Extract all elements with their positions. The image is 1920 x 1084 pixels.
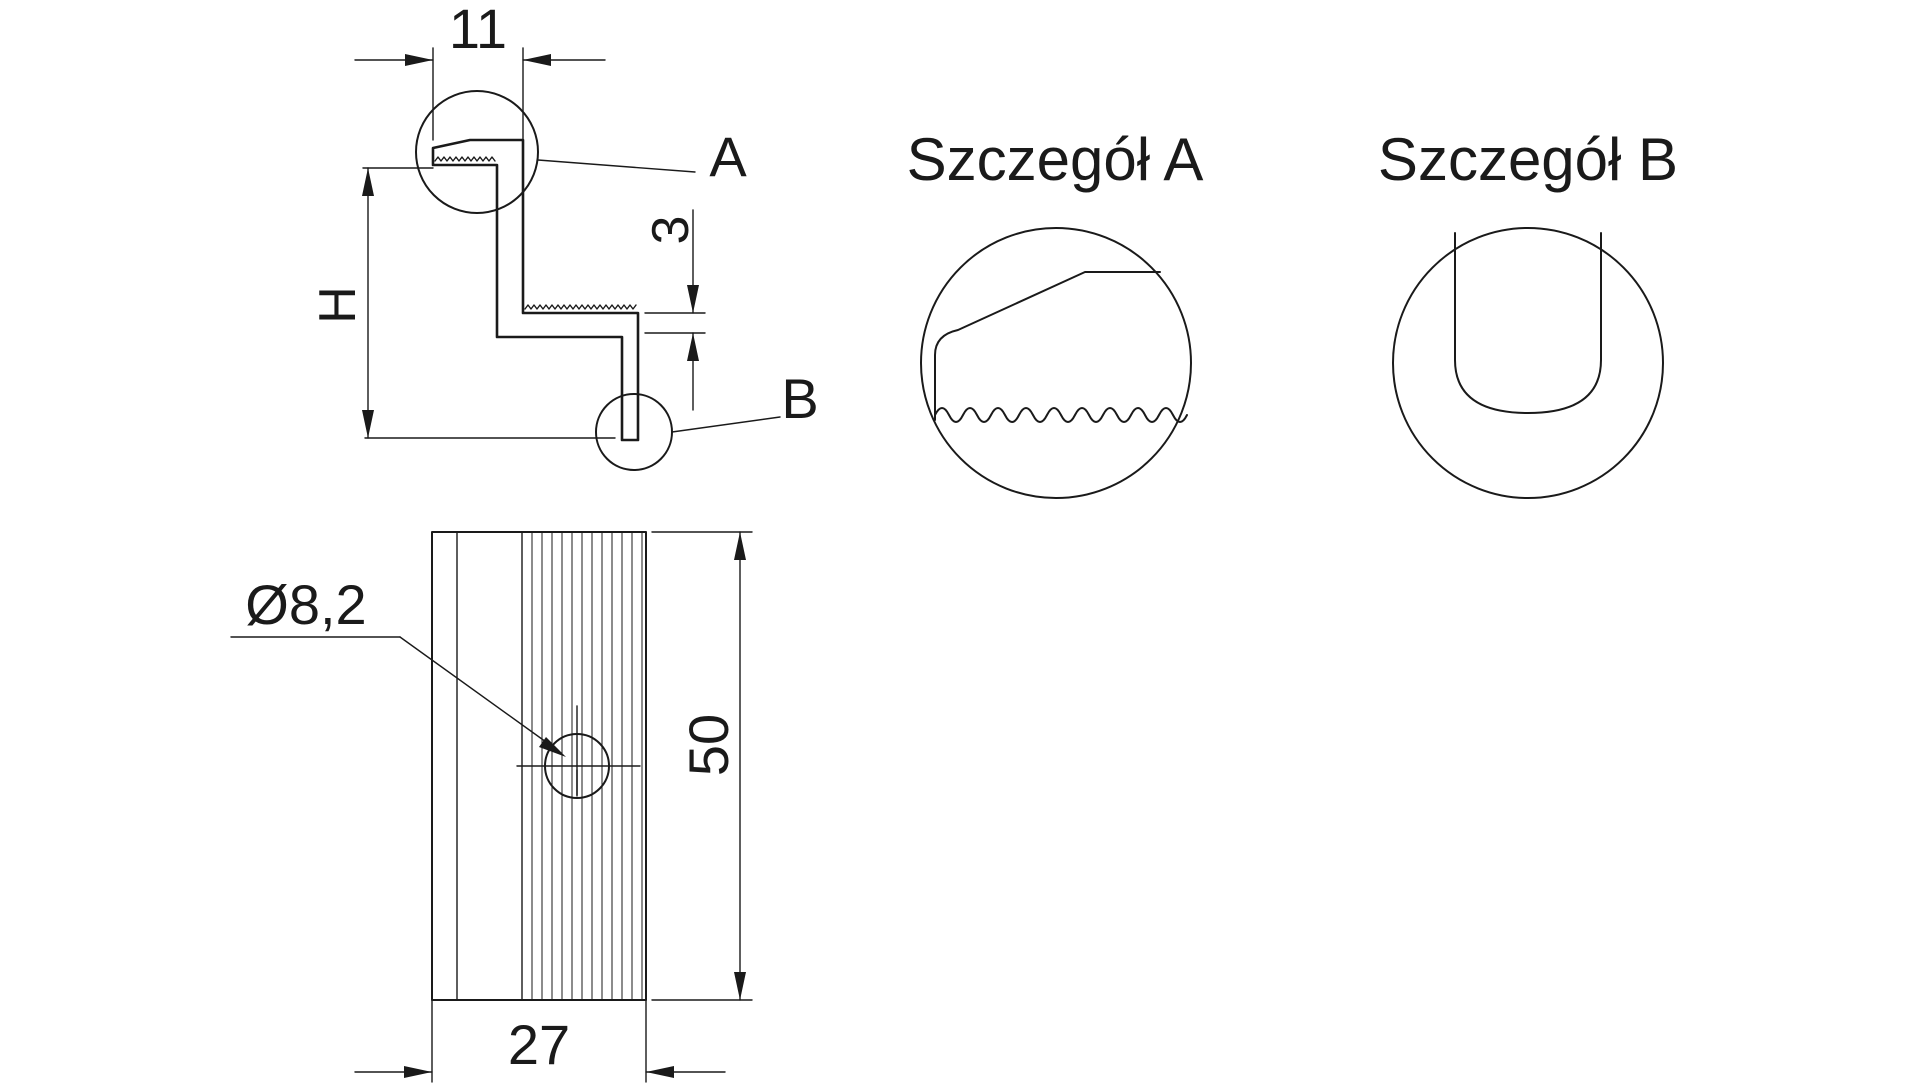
profile-outline bbox=[431, 138, 640, 442]
dim-width27-label: 27 bbox=[508, 1013, 570, 1076]
dim-length-label: 50 bbox=[677, 714, 740, 776]
detail-a: Szczegół A bbox=[907, 126, 1204, 499]
dim-width-label: 11 bbox=[449, 0, 507, 60]
detail-marker-a: A bbox=[415, 90, 747, 214]
detail-a-marker-label: A bbox=[709, 125, 747, 188]
detail-a-title: Szczegół A bbox=[907, 126, 1204, 193]
detail-b-title: Szczegół B bbox=[1378, 126, 1678, 193]
dimension-hole-diameter: Ø8,2 bbox=[230, 573, 566, 757]
front-outline bbox=[431, 531, 647, 1001]
detail-b: Szczegół B bbox=[1378, 126, 1678, 499]
profile-view: 11 H 3 A B bbox=[309, 0, 819, 471]
mounting-hole bbox=[516, 705, 641, 799]
dimension-step-3: 3 bbox=[642, 209, 706, 411]
detail-b-marker-label: B bbox=[781, 367, 818, 430]
front-view: Ø8,2 50 27 bbox=[230, 531, 753, 1083]
dim-height-label: H bbox=[309, 286, 367, 324]
detail-marker-b: B bbox=[595, 367, 819, 471]
dim-step-label: 3 bbox=[642, 216, 700, 245]
dimension-width-27: 27 bbox=[354, 999, 726, 1083]
dimension-height-h: H bbox=[309, 167, 616, 439]
dimension-width-11: 11 bbox=[354, 0, 606, 141]
dimension-length-50: 50 bbox=[651, 531, 753, 1001]
dim-hole-label: Ø8,2 bbox=[245, 573, 366, 636]
